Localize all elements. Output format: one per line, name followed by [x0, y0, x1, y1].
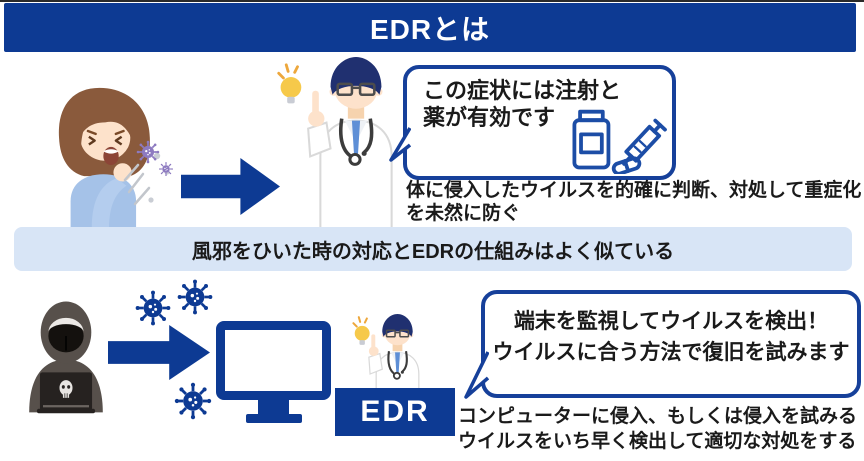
speech-bubble-cold: この症状には注射と 薬が有効です — [389, 65, 676, 180]
hacker-icon — [28, 300, 104, 415]
virus-blue-icon — [134, 289, 172, 327]
monitor-stand — [258, 399, 289, 415]
bubble-cold-text: この症状には注射と 薬が有効です — [423, 77, 621, 131]
caption-cold-line2: を未然に防ぐ — [406, 202, 521, 224]
caption-edr: コンピューターに侵入、もしくは侵入を試みる ウイルスをいち早く検出して適切な対処… — [458, 404, 857, 454]
caption-edr-line1: コンピューターに侵入、もしくは侵入を試みる — [458, 406, 858, 427]
virus-blue-icon — [176, 278, 214, 316]
bubble-edr-line1: 端末を監視してウイルスを検出！ — [513, 310, 829, 333]
edr-label: EDR — [360, 395, 430, 428]
speech-bubble-tail-icon — [464, 351, 489, 399]
bubble-edr-line2: ウイルスに合う方法で復旧を試みます — [492, 341, 850, 364]
speech-bubble-edr: 端末を監視してウイルスを検出！ ウイルスに合う方法で復旧を試みます — [464, 290, 861, 399]
bubble-cold-line2: 薬が有効です — [423, 105, 556, 130]
bubble-cold-line1: この症状には注射と — [423, 78, 622, 103]
bubble-edr-text: 端末を監視してウイルスを検出！ ウイルスに合う方法で復旧を試みます — [485, 306, 857, 368]
divider-text: 風邪をひいた時の対応とEDRの仕組みはよく似ている — [191, 240, 675, 263]
caption-cold: 体に侵入したウイルスを的確に判断、対処して重症化 を未然に防ぐ — [406, 180, 861, 225]
caption-edr-line2: ウイルスをいち早く検出して適切な対処をする — [458, 431, 857, 452]
monitor-base — [246, 414, 302, 423]
page-title: EDRとは — [369, 13, 491, 45]
arrow-right-attack-icon — [108, 325, 210, 380]
medicine-syringe-icon — [572, 109, 667, 174]
edr-label-box: EDR — [335, 388, 455, 436]
virus-purple-small-icon — [158, 161, 174, 177]
virus-blue-icon — [173, 381, 213, 421]
caption-cold-line1: 体に侵入したウイルスを的確に判断、対処して重症化 — [406, 180, 862, 201]
arrow-right-cold-icon — [181, 158, 280, 215]
top-border-line — [0, 0, 864, 2]
divider-band: 風邪をひいた時の対応とEDRの仕組みはよく似ている — [14, 227, 852, 271]
speech-bubble-tail-icon — [389, 127, 411, 162]
computer-monitor-icon — [216, 321, 331, 400]
header-bar: EDRとは — [4, 3, 856, 52]
